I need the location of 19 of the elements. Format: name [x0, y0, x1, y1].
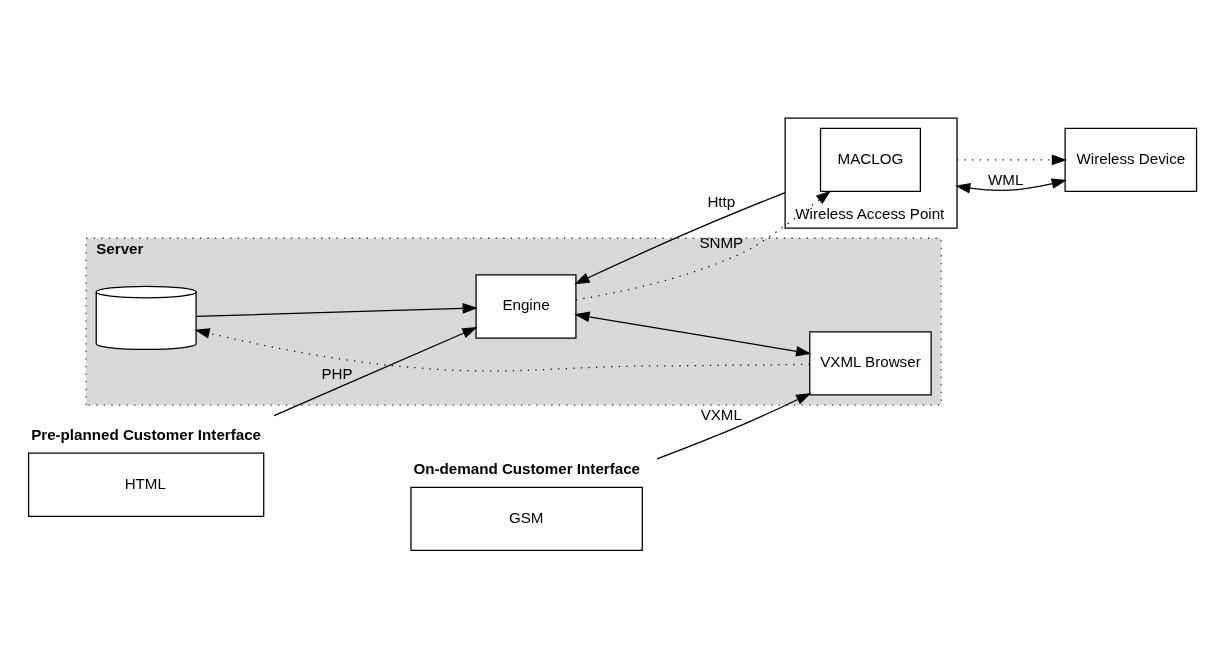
edge-label: WML [988, 170, 1024, 188]
arrow [574, 311, 812, 357]
arrow [575, 190, 832, 301]
node-box: VXML Browser [809, 331, 932, 396]
node-label: Pre-planned Customer Interface [31, 425, 262, 443]
arrow [656, 392, 812, 460]
edge-label: PHP [321, 365, 353, 383]
node-box: MACLOG [819, 127, 921, 193]
node-label: On-demand Customer Interface [413, 460, 641, 478]
arrow [956, 154, 1067, 166]
node-box: Engine [475, 274, 577, 339]
arrow [195, 303, 478, 318]
node-box: Wireless Device [1064, 127, 1198, 193]
arrow [955, 178, 1067, 194]
edge-label: VXML [700, 405, 742, 423]
arrow [273, 327, 478, 417]
arrow [574, 191, 786, 285]
arrow [194, 328, 811, 372]
edge-label: Http [707, 193, 736, 211]
